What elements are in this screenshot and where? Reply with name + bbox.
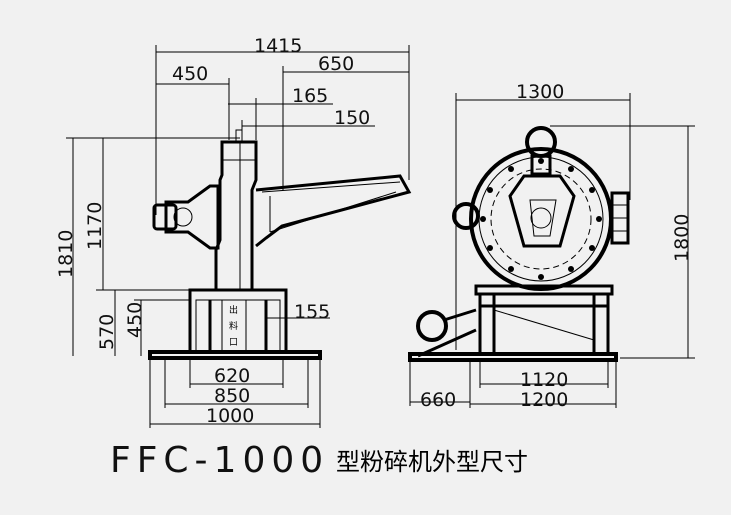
drum-bolts xyxy=(480,158,602,280)
drawing-title-description: 型粉碎机外型尺寸 xyxy=(336,448,528,476)
outlet-label-2: 料 xyxy=(229,320,238,332)
dim-1200: 1200 xyxy=(520,389,568,411)
dim-1800: 1800 xyxy=(671,214,693,262)
outlet-label-3: 口 xyxy=(229,338,238,348)
dim-660: 660 xyxy=(420,389,456,411)
side-top-dimensions: 1415 450 650 165 150 xyxy=(155,35,410,215)
dim-450-left: 450 xyxy=(124,302,146,338)
side-bottom-dimensions: 620 850 1000 xyxy=(149,358,321,428)
dim-1170: 1170 xyxy=(84,202,106,250)
dim-165: 165 xyxy=(292,85,328,107)
dim-620: 620 xyxy=(214,365,250,387)
dim-1810: 1810 xyxy=(55,230,77,278)
dim-1300: 1300 xyxy=(516,81,564,103)
front-view: 1300 1800 xyxy=(408,81,695,411)
side-view: 1415 450 650 165 150 1810 1170 570 xyxy=(55,35,412,428)
side-machine: 出 料 口 xyxy=(148,129,412,360)
dim-1000: 1000 xyxy=(206,405,254,427)
side-left-dimensions: 1810 1170 570 450 xyxy=(55,137,240,356)
drawing-title-model: FFC-1000 xyxy=(110,440,329,481)
dim-650: 650 xyxy=(318,53,354,75)
dim-1120: 1120 xyxy=(520,369,568,391)
dim-850: 850 xyxy=(214,385,250,407)
dim-570: 570 xyxy=(96,314,118,350)
outlet-label-1: 出 xyxy=(229,304,238,316)
dim-1415: 1415 xyxy=(254,35,302,57)
dim-150: 150 xyxy=(334,107,370,129)
dim-450-top: 450 xyxy=(172,63,208,85)
dim-155: 155 xyxy=(294,301,330,323)
